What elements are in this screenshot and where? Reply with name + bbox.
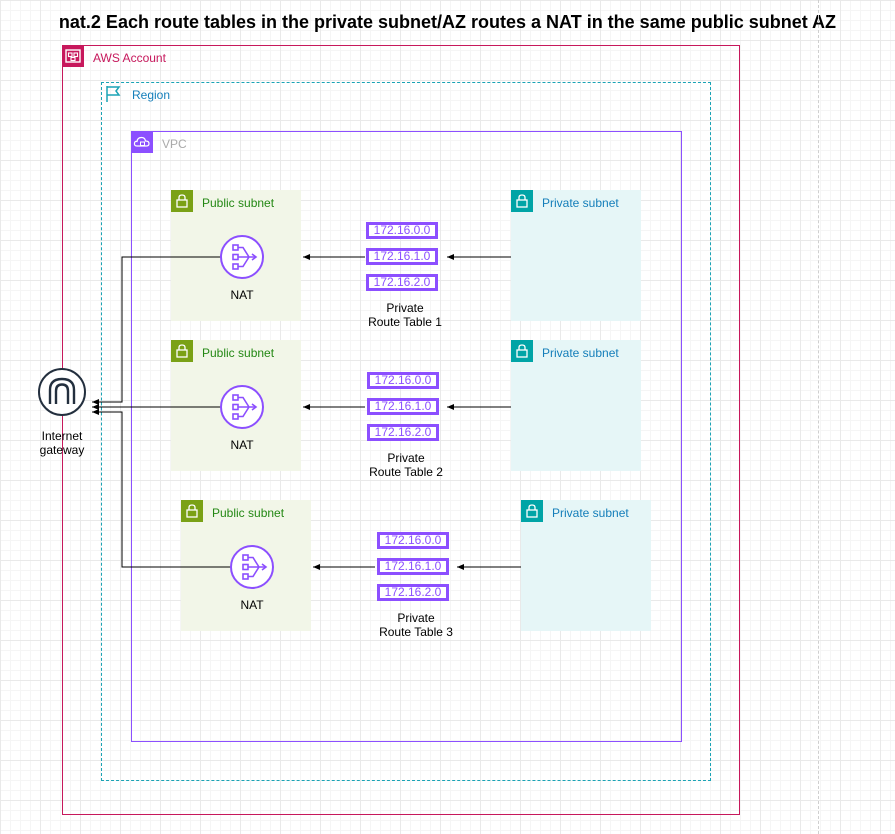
nat-1-to-igw-arrow [92,256,222,405]
private-subnet-lock-icon [511,190,533,212]
nat-3-to-igw-arrow [92,409,232,568]
internet-gateway-label-line1: Internet [41,429,83,443]
route-entry: 172.16.2.0 [367,424,439,441]
route-entry: 172.16.1.0 [377,558,449,575]
internet-gateway-label: Internet gateway [22,429,102,457]
route-entry: 172.16.2.0 [366,274,438,291]
private-subnet-lock-icon [511,340,533,362]
aws-account-label: AWS Account [93,51,166,65]
route-table-label-line2: Route Table 1 [368,315,442,329]
diagram-title: nat.2 Each route tables in the private s… [58,12,837,32]
route-entry: 172.16.1.0 [366,248,438,265]
region-label: Region [132,88,171,102]
private-subnet-label: Private subnet [542,196,619,210]
nat-gateway-icon [220,235,264,279]
route-table-1-label: Private Route Table 1 [350,301,460,329]
route-entry: 172.16.0.0 [377,532,449,549]
route-table-label-line1: Private [387,451,425,465]
route-entry: 172.16.2.0 [377,584,449,601]
private-subnet-1: Private subnet [511,190,641,321]
aws-account-icon [62,45,84,67]
private-subnet-2: Private subnet [511,340,641,471]
public-subnet-lock-icon [171,340,193,362]
internet-gateway-label-line2: gateway [39,443,85,457]
nat-label: NAT [230,288,254,302]
private-subnet-lock-icon [521,500,543,522]
route-entry: 172.16.0.0 [366,222,438,239]
route-entry: 172.16.0.0 [367,372,439,389]
route-entry: 172.16.1.0 [367,398,439,415]
nat-label: NAT [240,598,264,612]
vpc-label: VPC [162,137,187,151]
nat-gateway-icon [220,385,264,429]
internet-gateway-icon [38,368,86,416]
public-subnet-label: Public subnet [202,346,275,360]
private-subnet-label: Private subnet [542,346,619,360]
route-table-label-line2: Route Table 2 [369,465,443,479]
region-flag-icon [106,86,121,102]
route-table-2-label: Private Route Table 2 [351,451,461,479]
private-subnet-label: Private subnet [552,506,629,520]
route-table-label-line2: Route Table 3 [379,625,453,639]
private-subnet-3: Private subnet [521,500,651,631]
region-group: Region [101,82,711,781]
public-subnet-lock-icon [181,500,203,522]
vpc-group: VPC [131,131,682,742]
public-subnet-lock-icon [171,190,193,212]
public-subnet-label: Public subnet [202,196,275,210]
aws-account-group: AWS Account [62,45,740,815]
nat-gateway-icon [230,545,274,589]
route-table-3-label: Private Route Table 3 [361,611,471,639]
nat-label: NAT [230,438,254,452]
page-guide-line [818,0,819,834]
vpc-cloud-icon [131,131,153,153]
route-table-label-line1: Private [386,301,424,315]
route-table-label-line1: Private [397,611,435,625]
public-subnet-label: Public subnet [212,506,285,520]
